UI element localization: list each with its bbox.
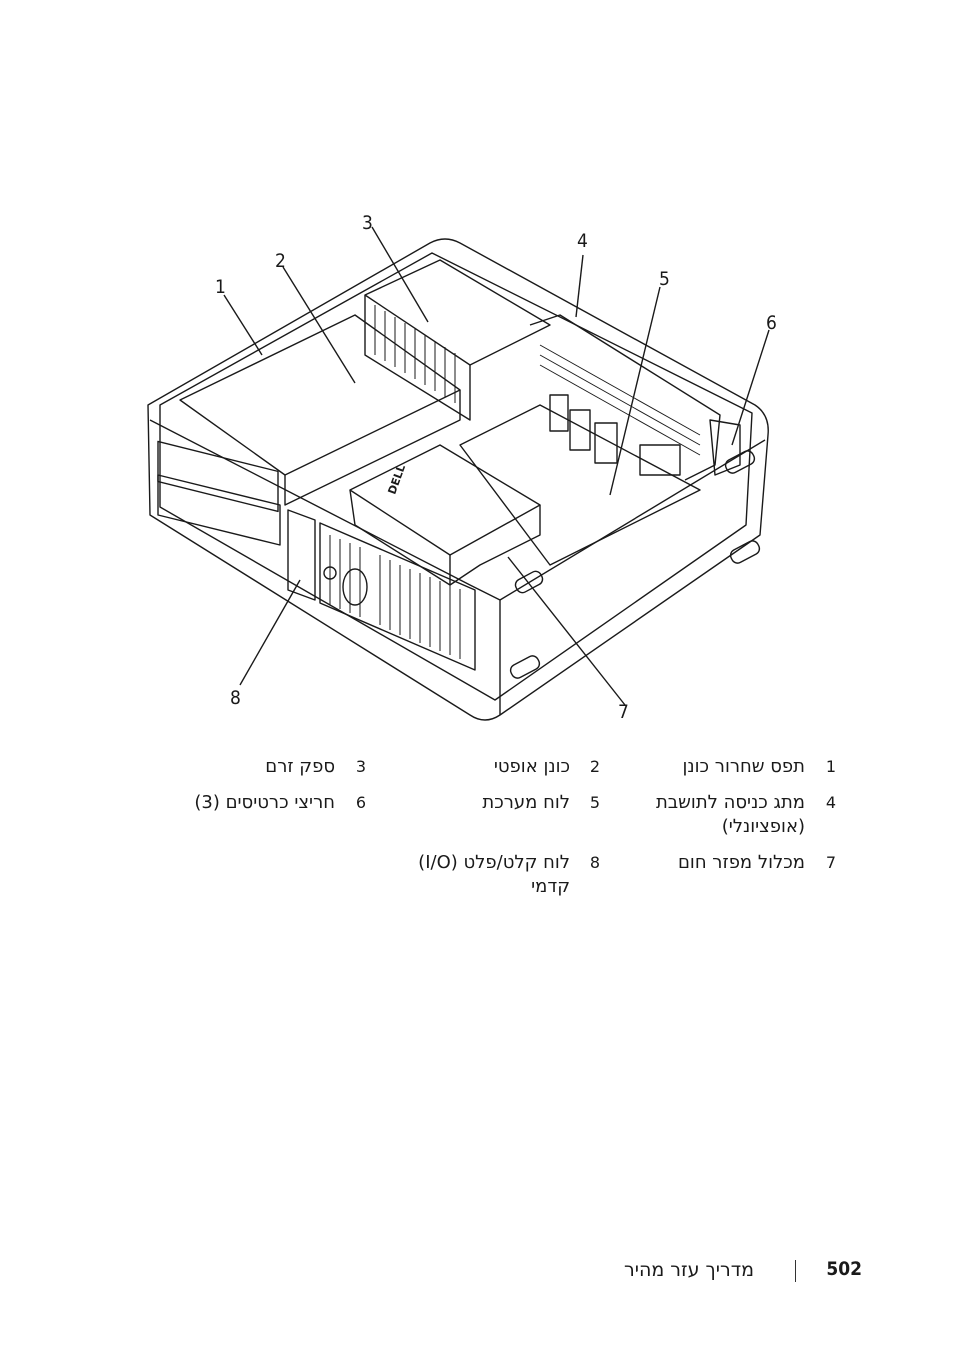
legend-num-4: 4 (825, 793, 836, 812)
legend-num-5: 5 (589, 793, 600, 812)
callout-8: 8 (230, 687, 241, 709)
legend-num-7: 7 (825, 853, 836, 872)
callout-4: 4 (577, 230, 588, 252)
legend-text-1: תפס שחרור כונן (682, 756, 805, 777)
legend-num-1: 1 (825, 757, 836, 776)
legend-text-2: כונן אופטי (493, 756, 570, 777)
legend-text-3: ספק זרם (265, 756, 335, 777)
callout-6: 6 (766, 312, 777, 334)
page-number: 502 (826, 1258, 862, 1280)
footer-title: מדריך עזר מהיר (623, 1259, 754, 1281)
callout-5: 5 (659, 268, 670, 290)
callout-2: 2 (275, 250, 286, 272)
brand-logo: DELL (385, 463, 408, 496)
chassis-illustration: DELL 1 2 3 4 5 6 7 8 (147, 212, 777, 723)
callout-1: 1 (215, 276, 226, 298)
legend-text-6: חריצי כרטיסים (3) (194, 792, 335, 813)
legend-text-4: מתג כניסה לתושבת (אופציונלי) (655, 792, 805, 837)
legend-num-3: 3 (355, 757, 366, 776)
legend-num-8: 8 (589, 853, 600, 872)
computer-interior-figure: DELL 1 2 3 4 5 6 7 8 (140, 205, 820, 725)
legend-table: 1 תפס שחרור כונן 2 כונן אופטי 3 ספק זרם … (160, 755, 850, 915)
callout-3: 3 (362, 212, 373, 234)
footer-divider (795, 1260, 796, 1282)
legend-text-7: מכלול מפזר חום (677, 852, 805, 873)
legend-num-2: 2 (589, 757, 600, 776)
legend-text-8: לוח קלט/פלט (I/O) קדמי (418, 852, 570, 897)
callout-7: 7 (618, 701, 629, 723)
legend-num-6: 6 (355, 793, 366, 812)
page-footer: 502 מדריך עזר מהיר (562, 1258, 862, 1288)
legend-text-5: לוח מערכת (482, 792, 570, 813)
